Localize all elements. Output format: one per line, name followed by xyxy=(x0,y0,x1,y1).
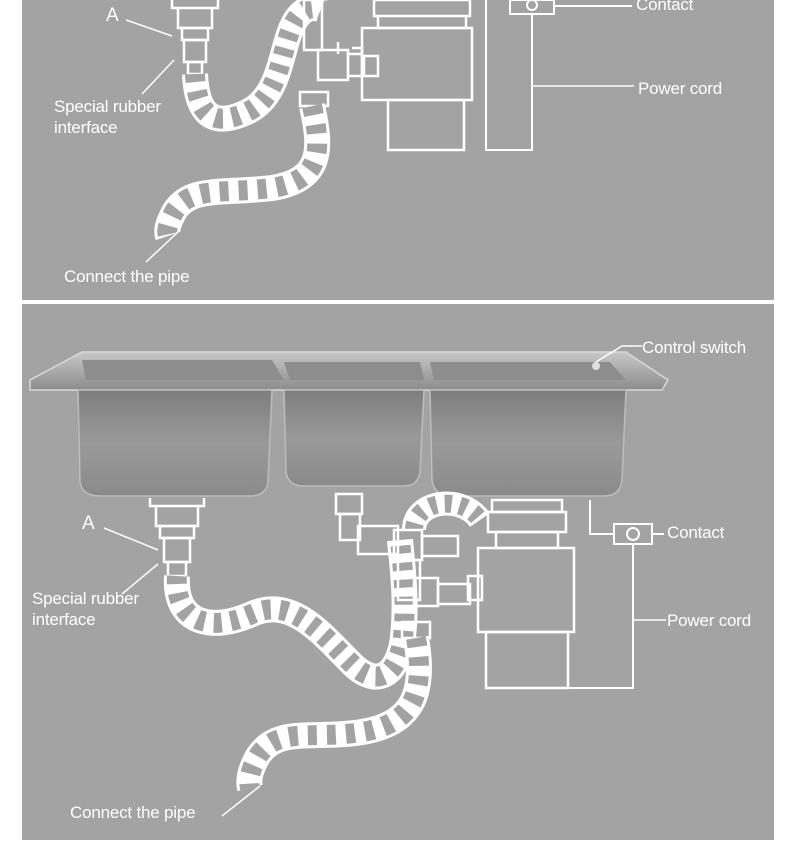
bottom-diagram-panel: Control switch A Special rubber interfac… xyxy=(22,304,774,840)
top-plumbing-diagram xyxy=(125,0,634,263)
drain-strainer-a xyxy=(170,0,220,76)
label-special-rubber-interface-bottom: Special rubber interface xyxy=(32,589,139,629)
outlet-hose xyxy=(154,103,331,241)
food-disposer xyxy=(360,0,474,152)
triple-sink xyxy=(29,351,670,497)
middle-drain xyxy=(334,492,400,556)
label-power-cord-top: Power cord xyxy=(638,79,722,98)
label-a-bottom: A xyxy=(82,513,95,534)
leader-lines-top xyxy=(125,19,634,263)
contact-box xyxy=(485,0,632,151)
label-contact-top: Contact xyxy=(636,0,694,14)
leader-lines-bottom xyxy=(103,345,666,817)
wiring xyxy=(568,500,664,689)
food-disposer xyxy=(466,498,576,690)
tee-fitting xyxy=(298,0,364,108)
tee-fittings xyxy=(392,528,472,640)
label-power-cord-bottom: Power cord xyxy=(667,611,751,630)
label-control-switch: Control switch xyxy=(642,338,746,357)
bottom-plumbing-diagram xyxy=(29,345,670,817)
drain-hose xyxy=(163,538,418,690)
label-a-top: A xyxy=(106,5,119,26)
label-connect-pipe-bottom: Connect the pipe xyxy=(70,803,196,822)
control-switch-button xyxy=(592,362,600,370)
outlet-icon xyxy=(626,527,640,541)
label-special-rubber-interface-top: Special rubber interface xyxy=(54,97,161,137)
top-diagram-panel: A Special rubber interface Connect the p… xyxy=(22,0,774,300)
label-connect-pipe-top: Connect the pipe xyxy=(64,267,190,286)
label-contact-bottom: Contact xyxy=(667,523,725,542)
drain-strainer-a xyxy=(148,498,206,578)
